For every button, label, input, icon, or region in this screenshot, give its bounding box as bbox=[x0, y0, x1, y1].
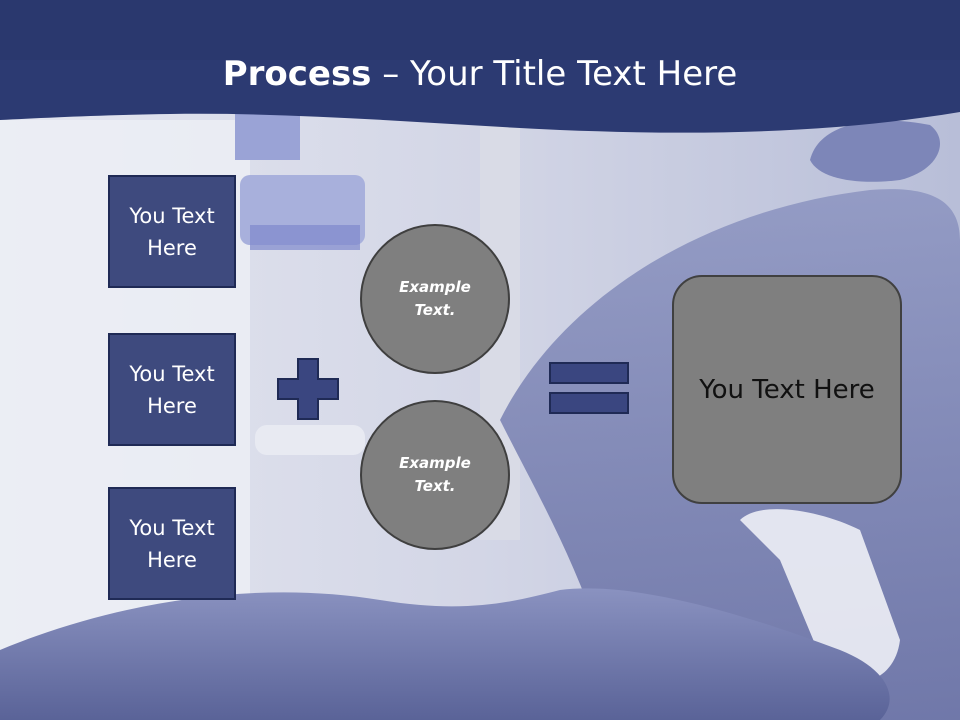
result-box: You Text Here bbox=[672, 275, 902, 504]
input-box-2: You Text Here bbox=[108, 333, 236, 446]
example-circle-1: Example Text. bbox=[360, 224, 510, 374]
title-rest: – Your Title Text Here bbox=[371, 54, 738, 94]
plus-icon bbox=[277, 358, 339, 420]
circle-label: Example Text. bbox=[399, 454, 471, 495]
input-box-label: You Text Here bbox=[129, 203, 215, 260]
equals-icon bbox=[549, 362, 629, 414]
input-box-label: You Text Here bbox=[129, 515, 215, 572]
title-bold: Process bbox=[222, 54, 372, 94]
example-circle-2: Example Text. bbox=[360, 400, 510, 550]
slide-title: Process – Your Title Text Here bbox=[0, 52, 960, 96]
input-box-3: You Text Here bbox=[108, 487, 236, 600]
input-box-1: You Text Here bbox=[108, 175, 236, 288]
result-label: You Text Here bbox=[699, 374, 875, 405]
input-box-label: You Text Here bbox=[129, 361, 215, 418]
circle-label: Example Text. bbox=[399, 278, 471, 319]
